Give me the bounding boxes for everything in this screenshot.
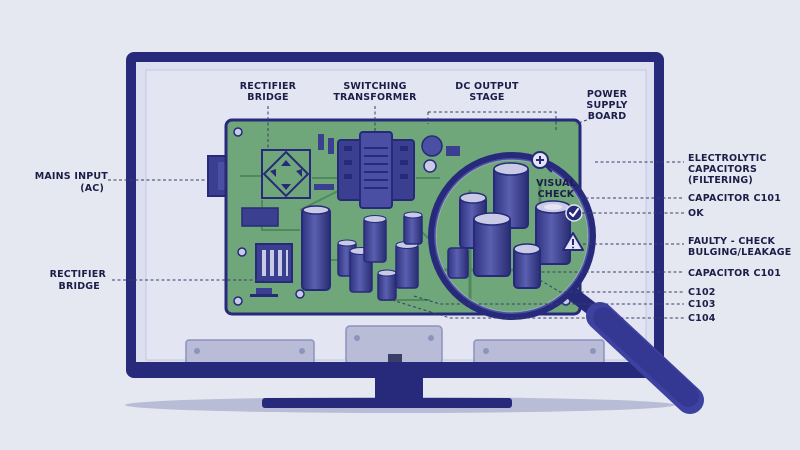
- magnifier-lens: [428, 152, 596, 320]
- faulty-check-line2: BULGING/LEAKAGE: [688, 247, 791, 258]
- label-c102: C102: [688, 287, 716, 298]
- label-rectifier-bridge-top: RECTIFIER BRIDGE: [240, 81, 297, 103]
- electrolytic-capacitors-line3: (FILTERING): [688, 175, 753, 186]
- power-supply-board-line2: SUPPLY: [586, 100, 627, 111]
- visual-check-line2: CHECK: [538, 189, 575, 200]
- rectifier-bridge-left-line1: RECTIFIER: [50, 269, 107, 280]
- magnified-capacitors: [436, 162, 571, 300]
- faulty-check-line1: FAULTY - CHECK: [688, 236, 776, 247]
- electrolytic-capacitors-line2: CAPACITORS: [688, 164, 757, 175]
- label-c104: C104: [688, 313, 716, 324]
- label-faulty-check: FAULTY - CHECK BULGING/LEAKAGE: [688, 236, 791, 258]
- power-supply-board-line1: POWER: [587, 89, 628, 100]
- rectifier-bridge-top-line1: RECTIFIER: [240, 81, 297, 92]
- small-components: [237, 134, 460, 299]
- electrolytic-capacitors-line1: ELECTROLYTIC: [688, 153, 767, 164]
- switching-transformer-line1: SWITCHING: [343, 81, 406, 92]
- label-power-supply-board: POWER SUPPLY BOARD: [586, 89, 627, 122]
- dc-output-stage-line1: DC OUTPUT: [455, 81, 519, 92]
- label-c103: C103: [688, 299, 716, 310]
- zoom-in-icon: [531, 151, 553, 173]
- rectifier-bridge-component: [261, 149, 311, 199]
- label-ok: OK: [688, 208, 704, 219]
- leader-lines: [108, 106, 684, 319]
- board-capacitors: [337, 211, 423, 301]
- mains-input-line1: MAINS INPUT: [35, 171, 109, 182]
- dc-output-stage-line2: STAGE: [469, 92, 504, 103]
- mains-input-line2: (AC): [80, 183, 104, 194]
- power-supply-board-line3: BOARD: [588, 111, 627, 122]
- label-capacitor-c101-top: CAPACITOR C101: [688, 193, 781, 204]
- rectifier-bridge-top-line2: BRIDGE: [247, 92, 288, 103]
- bulk-capacitor: [301, 205, 331, 291]
- monitor-stand: [262, 372, 512, 408]
- warning-triangle-icon: [562, 232, 584, 251]
- switching-transformer-line2: TRANSFORMER: [333, 92, 417, 103]
- rectifier-bridge-left-line2: BRIDGE: [59, 281, 100, 292]
- label-mains-input: MAINS INPUT (AC): [35, 171, 109, 194]
- magnifier-handle: [563, 285, 704, 414]
- heat-sink: [255, 243, 293, 283]
- check-circle-icon: [565, 204, 583, 222]
- monitor-bottom-bezel: [136, 362, 654, 376]
- label-dc-output-stage: DC OUTPUT STAGE: [455, 81, 519, 103]
- visual-check-line1: VISUAL: [536, 178, 576, 189]
- label-electrolytic-capacitors: ELECTROLYTIC CAPACITORS (FILTERING): [688, 153, 767, 186]
- switching-transformer-component: [337, 131, 415, 209]
- label-visual-check: VISUAL CHECK: [536, 178, 576, 200]
- label-switching-transformer: SWITCHING TRANSFORMER: [333, 81, 417, 103]
- label-rectifier-bridge-left: RECTIFIER BRIDGE: [50, 269, 107, 292]
- label-capacitor-c101-bottom: CAPACITOR C101: [688, 268, 781, 279]
